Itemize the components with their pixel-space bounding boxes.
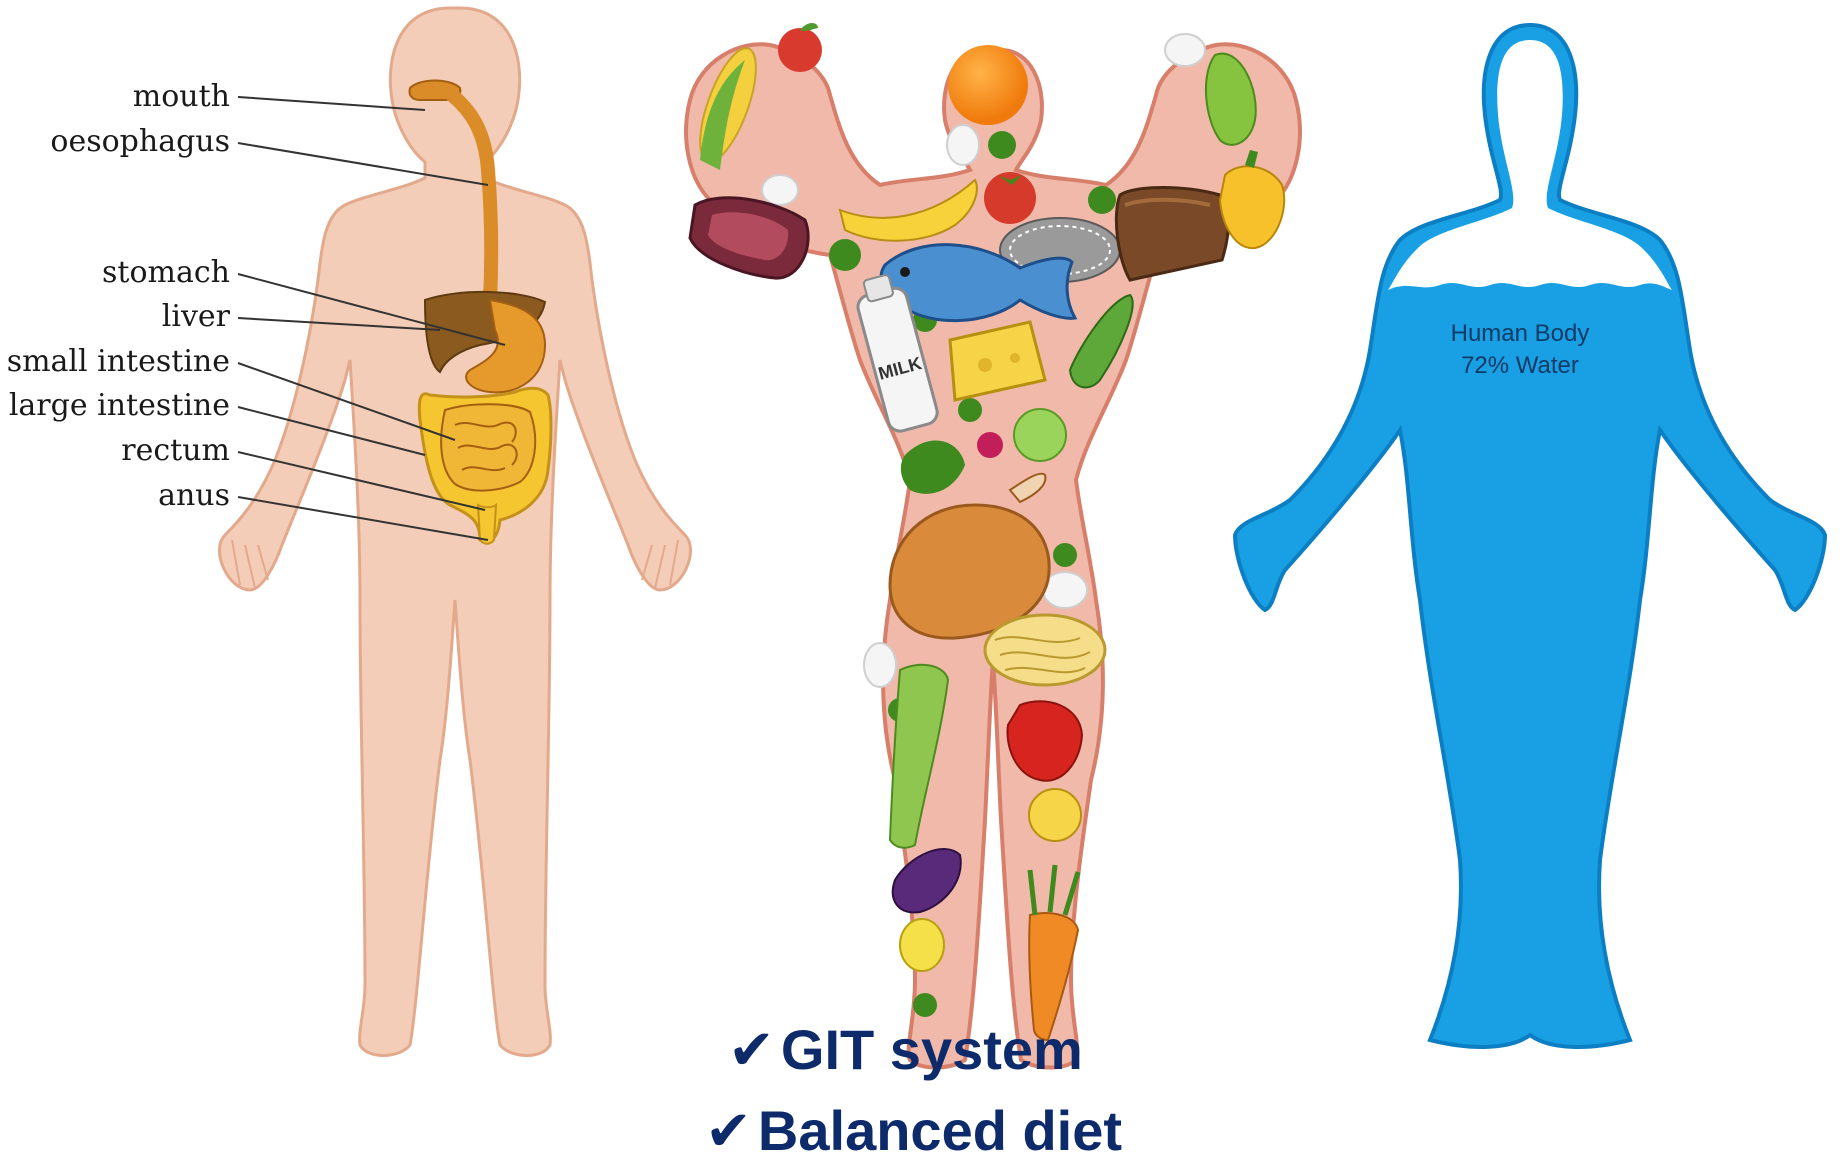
caption-git-system: ✔GIT system [728, 1022, 1083, 1079]
body-silhouette-skin [219, 8, 690, 1056]
label-large-intestine: large intestine [9, 391, 230, 421]
cheese-hole-icon [978, 358, 992, 372]
broccoli-icon [913, 993, 937, 1017]
water-percentage-label: Human Body 72% Water [1420, 318, 1620, 383]
caption-balanced-diet: ✔Balanced diet [705, 1103, 1122, 1160]
checkmark-icon: ✔ [728, 1018, 775, 1083]
spaghetti-icon [985, 615, 1105, 685]
water-figure [1235, 25, 1825, 1047]
digestive-figure [219, 8, 690, 1056]
broccoli-icon [1088, 186, 1116, 214]
broccoli-icon [988, 131, 1016, 159]
small-intestine-shape [441, 404, 535, 490]
water-empty-region [1388, 40, 1672, 290]
broccoli-icon [829, 239, 861, 271]
label-oesophagus: oesophagus [50, 127, 230, 157]
egg-icon [762, 175, 798, 205]
lemon-icon [900, 919, 944, 971]
label-anus: anus [158, 481, 230, 511]
label-small-intestine: small intestine [7, 347, 230, 377]
apple-icon [778, 28, 822, 72]
yellow-pepper-icon [1220, 166, 1284, 248]
checkmark-icon: ✔ [705, 1099, 752, 1164]
broccoli-icon [958, 398, 982, 422]
fish-eye-icon [900, 267, 910, 277]
tomato-icon [984, 172, 1036, 224]
water-label-line2: 72% Water [1420, 350, 1620, 382]
yellow-apple-icon [1029, 789, 1081, 841]
food-figure: MILK [686, 23, 1300, 1068]
label-stomach: stomach [102, 258, 230, 288]
caption-balanced-diet-text: Balanced diet [758, 1099, 1122, 1162]
label-rectum: rectum [121, 436, 230, 466]
water-label-line1: Human Body [1420, 318, 1620, 350]
radish-icon [977, 432, 1003, 458]
egg-icon [947, 125, 979, 165]
green-apple-icon [1014, 409, 1066, 461]
egg-icon [864, 643, 896, 687]
broccoli-icon [1053, 543, 1077, 567]
apple-leaf-icon [800, 23, 818, 31]
caption-git-system-text: GIT system [781, 1018, 1083, 1081]
cheese-hole-icon [1010, 353, 1020, 363]
egg-icon [1165, 34, 1205, 66]
label-liver: liver [162, 302, 230, 332]
orange-icon [948, 45, 1028, 125]
label-mouth: mouth [133, 82, 230, 112]
